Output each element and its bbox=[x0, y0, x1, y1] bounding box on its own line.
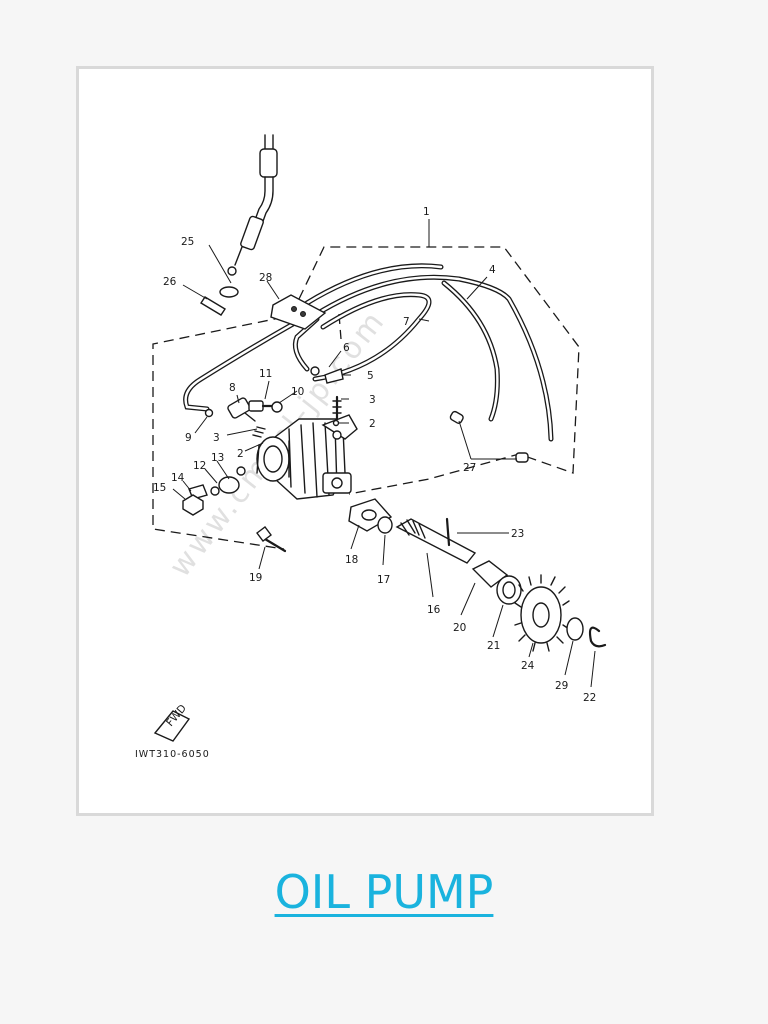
callout-27: 27 bbox=[463, 462, 476, 474]
callout-3a: 3 bbox=[369, 394, 376, 406]
callout-3b: 3 bbox=[213, 432, 220, 444]
pump-cable bbox=[227, 134, 278, 276]
hose-holder bbox=[270, 294, 327, 330]
callout-2b: 2 bbox=[237, 448, 244, 460]
callout-11: 11 bbox=[259, 368, 272, 380]
callout-10: 10 bbox=[291, 386, 304, 398]
cable-clip bbox=[200, 286, 239, 316]
diagram-frame: www.cmsnl-jp.com bbox=[76, 66, 654, 816]
callout-16: 16 bbox=[427, 604, 441, 616]
callout-15: 15 bbox=[153, 482, 166, 494]
callout-1: 1 bbox=[423, 206, 430, 218]
drawing-code: IWT310-6050 bbox=[135, 749, 210, 760]
callout-23: 23 bbox=[511, 528, 524, 540]
callout-18: 18 bbox=[345, 554, 358, 566]
washer-and-circlip bbox=[566, 617, 607, 648]
callout-numbers: 1 25 26 28 4 7 6 5 3 2 11 8 10 9 3 2 13 … bbox=[153, 206, 596, 704]
callout-6: 6 bbox=[343, 342, 350, 354]
callout-2a: 2 bbox=[369, 418, 376, 430]
callout-13: 13 bbox=[211, 452, 224, 464]
callout-5: 5 bbox=[367, 370, 374, 382]
callout-25: 25 bbox=[181, 236, 194, 248]
callout-22: 22 bbox=[583, 692, 596, 704]
callout-29: 29 bbox=[555, 680, 568, 692]
assembly-outline-right bbox=[298, 246, 580, 495]
callout-26: 26 bbox=[163, 276, 177, 288]
oil-pump-exploded-diagram: www.cmsnl-jp.com bbox=[135, 134, 607, 760]
callout-28: 28 bbox=[259, 272, 272, 284]
callout-4: 4 bbox=[489, 264, 496, 276]
oil-pump-title-link[interactable]: OIL PUMP bbox=[274, 865, 494, 919]
leader-lines bbox=[172, 244, 596, 688]
oil-pump-body bbox=[256, 414, 358, 500]
callout-14: 14 bbox=[171, 472, 185, 484]
callout-19: 19 bbox=[249, 572, 262, 584]
callout-21: 21 bbox=[487, 640, 500, 652]
oil-hoses bbox=[183, 263, 554, 442]
drive-gear bbox=[514, 574, 570, 652]
callout-9: 9 bbox=[185, 432, 192, 444]
callout-12: 12 bbox=[193, 460, 206, 472]
gasket-and-oring bbox=[348, 498, 393, 534]
pump-fittings bbox=[182, 366, 344, 553]
fwd-arrow-icon: FWD bbox=[153, 702, 191, 742]
callout-8: 8 bbox=[229, 382, 236, 394]
callout-17: 17 bbox=[377, 574, 390, 586]
hose-clips bbox=[449, 410, 529, 463]
callout-7: 7 bbox=[403, 316, 410, 328]
callout-20: 20 bbox=[453, 622, 466, 634]
collar-and-bearing bbox=[471, 560, 522, 605]
callout-24: 24 bbox=[521, 660, 535, 672]
pump-drive-shaft bbox=[395, 517, 477, 564]
